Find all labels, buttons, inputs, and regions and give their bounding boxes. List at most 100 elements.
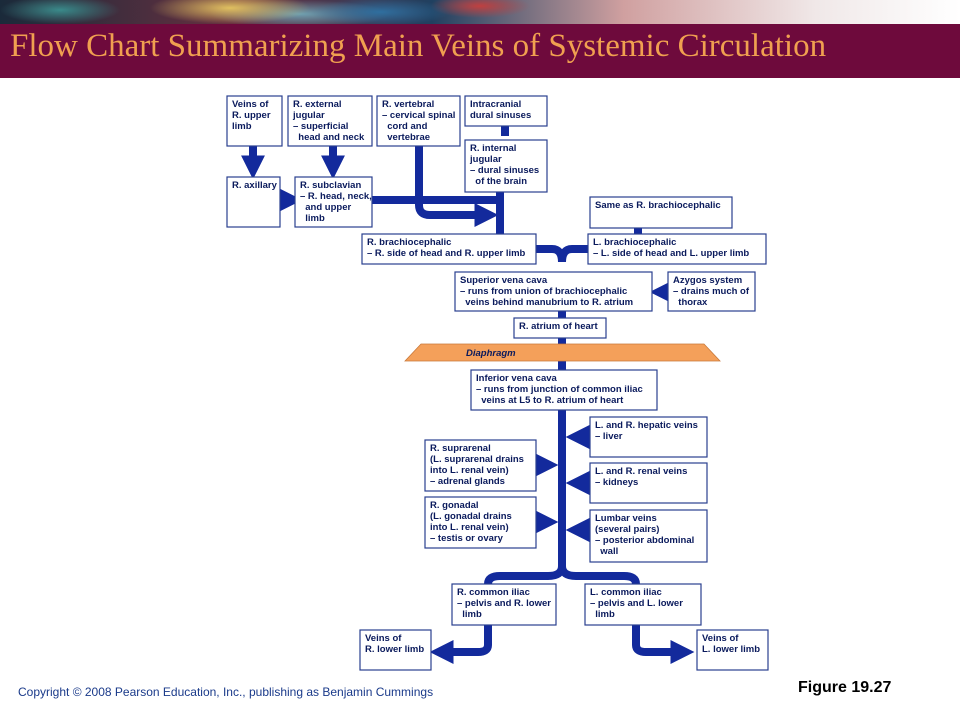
box-line: Superior vena cava [460,275,548,286]
box-line: limb [457,609,482,620]
box-line: (several pairs) [595,524,659,535]
box-r-atrium: R. atrium of heart [513,317,607,339]
box-line: – testis or ovary [430,533,504,544]
box-line: R. gonadal [430,500,479,511]
box-line: R. lower limb [365,644,424,655]
box-line: cord and [382,121,428,132]
box-line: R. atrium of heart [519,321,598,332]
box-line: L. and R. renal veins [595,466,687,477]
box-renal-veins: L. and R. renal veins– kidneys [589,462,708,504]
box-l-lower-limb: Veins ofL. lower limb [696,629,769,671]
box-l-brachiocephalic: L. brachiocephalic– L. side of head and … [587,233,767,265]
box-r-subclavian: R. subclavian– R. head, neck, and upper … [294,176,373,228]
box-line: R. brachiocephalic [367,237,451,248]
box-line: – L. side of head and L. upper limb [593,248,749,259]
box-line: – pelvis and L. lower [590,598,683,609]
box-hepatic-veins: L. and R. hepatic veins– liver [589,416,708,458]
box-line: Same as R. brachiocephalic [595,200,721,211]
vein-r-lower-limb [429,625,492,664]
box-line: – runs from junction of common iliac [476,384,643,395]
box-line: wall [595,546,618,557]
box-line: Intracranial [470,99,521,110]
box-line: and upper [300,202,352,213]
box-line: R. suprarenal [430,443,491,454]
box-line: – cervical spinal [382,110,455,121]
slide-title: Flow Chart Summarizing Main Veins of Sys… [10,28,827,64]
vein-l-common-iliac [558,565,640,585]
vein-l-brachio [558,245,588,263]
box-line: Veins of [365,633,402,644]
box-line: – posterior abdominal [595,535,694,546]
box-line: (L. gonadal drains [430,511,512,522]
box-line: – liver [595,431,623,442]
box-azygos-system: Azygos system– drains much of thorax [667,271,756,312]
box-line: – kidneys [595,477,638,488]
box-line: – R. side of head and R. upper limb [367,248,526,259]
box-line: R. common iliac [457,587,530,598]
box-line: R. subclavian [300,180,361,191]
diaphragm-label: Diaphragm [466,348,516,359]
box-line: veins at L5 to R. atrium of heart [476,395,624,406]
box-line: (L. suprarenal drains [430,454,524,465]
vein-r-common-iliac [484,565,566,585]
box-line: – runs from union of brachiocephalic [460,286,627,297]
box-line: R. external [293,99,342,110]
box-superior-vena-cava: Superior vena cava– runs from union of b… [454,271,653,312]
title-bar [0,24,960,78]
box-line: L. lower limb [702,644,760,655]
box-line: – R. head, neck, [300,191,372,202]
box-line: jugular [292,110,325,121]
box-line: jugular [469,154,502,165]
box-r-brachiocephalic: R. brachiocephalic– R. side of head and … [361,233,537,265]
box-line: into L. renal vein) [430,465,509,476]
box-line: Veins of [702,633,739,644]
box-line: into L. renal vein) [430,522,509,533]
box-line: Azygos system [673,275,742,286]
box-l-common-iliac: L. common iliac– pelvis and L. lower lim… [584,583,702,626]
box-line: – drains much of [673,286,750,297]
box-line: R. upper [232,110,271,121]
box-line: vertebrae [382,132,430,143]
vein-paths [241,126,695,664]
vein-vertebral [415,146,499,227]
box-line: of the brain [470,176,527,187]
box-r-vertebral: R. vertebral– cervical spinal cord and v… [376,95,461,147]
box-line: limb [232,121,252,132]
box-line: Veins of [232,99,269,110]
box-line: L. and R. hepatic veins [595,420,698,431]
box-line: Lumbar veins [595,513,657,524]
copyright-notice: Copyright © 2008 Pearson Education, Inc.… [18,685,434,699]
box-line: – dural sinuses [470,165,539,176]
box-line: – superficial [293,121,348,132]
diaphragm: Diaphragm [404,343,721,362]
box-line: R. axillary [232,180,278,191]
box-line: thorax [673,297,708,308]
box-inferior-vena-cava: Inferior vena cava– runs from junction o… [470,369,658,411]
header-image-strip [0,0,960,24]
box-line: – pelvis and R. lower [457,598,551,609]
box-line: R. vertebral [382,99,434,110]
box-line: – adrenal glands [430,476,505,487]
box-same-as-r-brachiocephalic: Same as R. brachiocephalic [589,196,733,229]
box-line: limb [590,609,615,620]
box-line: head and neck [293,132,365,143]
box-line: veins behind manubrium to R. atrium [460,297,633,308]
box-line: Inferior vena cava [476,373,558,384]
vein-l-lower-limb [632,625,695,664]
figure-number: Figure 19.27 [798,679,892,696]
box-r-lower-limb: Veins ofR. lower limb [359,629,432,671]
box-line: L. common iliac [590,587,662,598]
box-lumbar-veins: Lumbar veins(several pairs)– posterior a… [589,509,708,563]
box-line: R. internal [470,143,516,154]
box-r-common-iliac: R. common iliac– pelvis and R. lower lim… [451,583,557,626]
box-r-axillary: R. axillary [226,176,281,228]
box-line: dural sinuses [470,110,531,121]
box-line: L. brachiocephalic [593,237,676,248]
